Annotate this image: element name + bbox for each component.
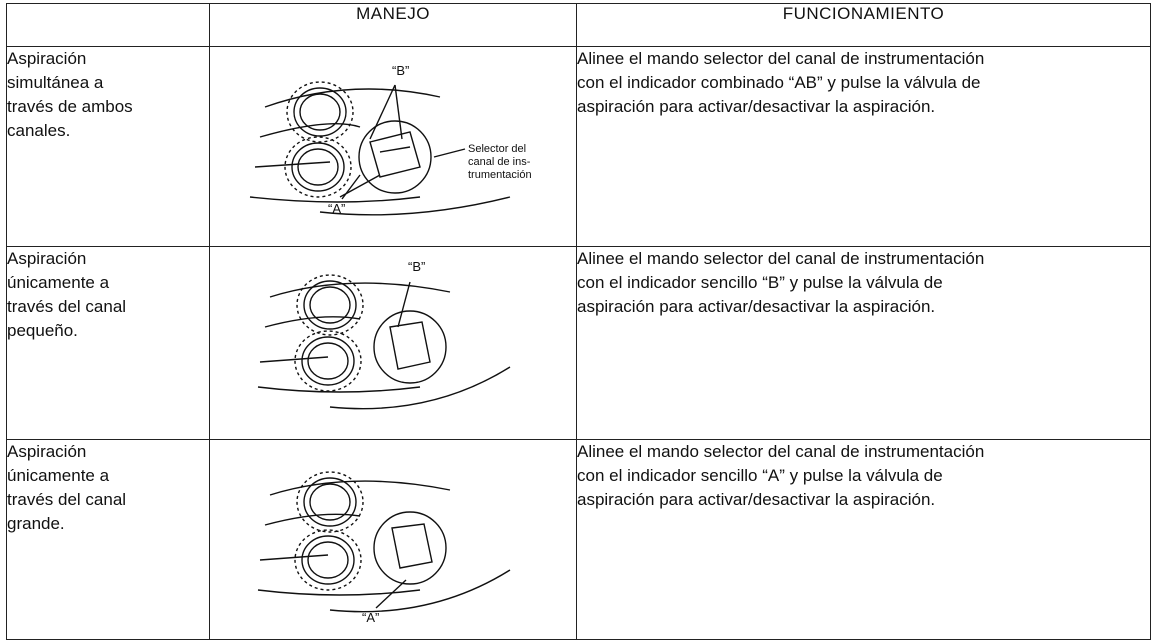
header-empty bbox=[6, 3, 210, 47]
marker-a: “A” bbox=[362, 610, 380, 625]
marker-b: “B” bbox=[408, 259, 426, 274]
illustration-small-channel: “B” bbox=[209, 246, 577, 440]
row-label: Aspiración únicamente a través del canal… bbox=[6, 246, 210, 440]
row-description: Alinee el mando selector del canal de in… bbox=[576, 439, 1151, 640]
marker-a: “A” bbox=[328, 201, 346, 216]
row-label: Aspiración simultánea a través de ambos … bbox=[6, 46, 210, 247]
instructions-table: MANEJO FUNCIONAMIENTO Aspiración simultá… bbox=[6, 3, 1151, 640]
header-row: MANEJO FUNCIONAMIENTO bbox=[6, 3, 1151, 47]
endoscope-valves-drawing bbox=[257, 274, 511, 410]
table-row: Aspiración simultánea a través de ambos … bbox=[6, 46, 1151, 247]
header-funcionamiento: FUNCIONAMIENTO bbox=[576, 3, 1151, 47]
header-manejo: MANEJO bbox=[209, 3, 577, 47]
row-description: Alinee el mando selector del canal de in… bbox=[576, 246, 1151, 440]
endoscope-valves-drawing bbox=[249, 81, 511, 216]
illustration-both-channels: “B” “A” Selector del canal de ins- trume… bbox=[209, 46, 577, 247]
endoscope-valves-drawing bbox=[257, 471, 511, 613]
illustration-large-channel: “A” bbox=[209, 439, 577, 640]
table-row: Aspiración únicamente a través del canal… bbox=[6, 439, 1151, 640]
row-label: Aspiración únicamente a través del canal… bbox=[6, 439, 210, 640]
table-row: Aspiración únicamente a través del canal… bbox=[6, 246, 1151, 440]
row-description: Alinee el mando selector del canal de in… bbox=[576, 46, 1151, 247]
marker-b: “B” bbox=[392, 63, 410, 78]
selector-note: Selector del canal de ins- trumentación bbox=[468, 143, 532, 181]
